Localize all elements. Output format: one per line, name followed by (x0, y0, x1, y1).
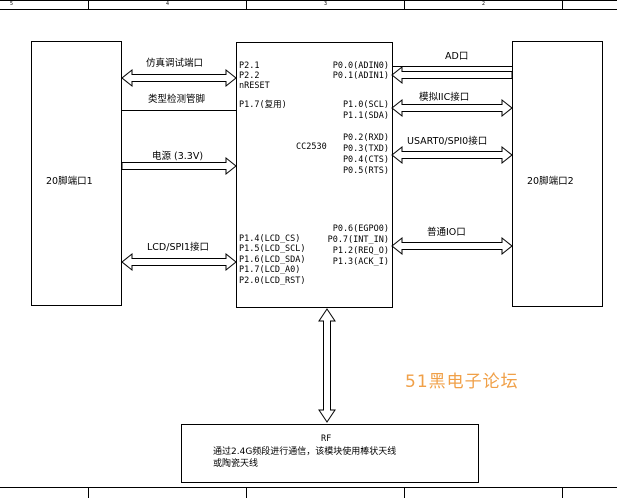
usart-label: USART0/SPI0接口 (407, 136, 488, 147)
ruler-mark-4: 4 (166, 1, 170, 7)
pin-p1-7-lcd-a0: P1.7(LCD_A0) (239, 265, 301, 275)
ad-label: AD口 (445, 51, 469, 62)
left-port-block (31, 41, 122, 306)
power-label: 电源 (3.3V) (152, 151, 204, 162)
ad-arrow (391, 65, 513, 85)
usart-arrow (391, 145, 513, 165)
debug-port-arrow (121, 68, 237, 88)
gpio-arrow (391, 236, 513, 256)
power-arrow (121, 156, 237, 176)
pin-p0-6-egpo0: P0.6(EGPO0) (332, 224, 389, 234)
iic-arrow (391, 98, 513, 118)
rf-desc-line1: 通过2.4G频段进行通信，该模块使用棒状天线 (213, 447, 397, 457)
ruler-frame-bottom (0, 487, 617, 498)
pin-p1-0-scl: P1.0(SCL) (342, 100, 389, 110)
pin-p0-1-adin1: P0.1(ADIN1) (332, 71, 389, 81)
lcd-spi-arrow (121, 252, 237, 272)
rf-arrow (318, 308, 336, 423)
chip-name: CC2530 (296, 142, 327, 152)
left-port-label: 20脚端口1 (46, 176, 93, 187)
right-port-label: 20脚端口2 (527, 176, 574, 187)
pin-p1-7-mux: P1.7(复用) (239, 100, 287, 110)
rf-block (181, 424, 479, 483)
pin-p0-5-rts: P0.5(RTS) (342, 166, 389, 176)
forum-watermark: 51黑电子论坛 (405, 372, 519, 392)
iic-label: 模拟IIC接口 (419, 92, 470, 103)
rf-desc-line2: 或陶瓷天线 (213, 459, 259, 469)
pin-p1-2-req-o: P1.2(REQ_O) (332, 246, 389, 256)
pin-p0-2-rxd: P0.2(RXD) (342, 133, 389, 143)
pin-p1-6-lcd-sda: P1.6(LCD_SDA) (239, 255, 306, 265)
pin-p0-3-txd: P0.3(TXD) (342, 144, 389, 154)
pin-p1-4-lcd-cs: P1.4(LCD_CS) (239, 234, 301, 244)
pin-p2-1: P2.1 (239, 61, 260, 71)
cc2530-chip-block (236, 42, 393, 308)
pin-p2-2: P2.2 (239, 71, 260, 81)
ruler-mark-3: 3 (324, 1, 328, 7)
pin-p0-4-cts: P0.4(CTS) (342, 155, 389, 165)
pin-p0-0-adin0: P0.0(ADIN0) (332, 61, 389, 71)
type-detect-label: 类型检测管脚 (148, 94, 206, 105)
gpio-label: 普通IO口 (427, 227, 466, 238)
pin-p1-1-sda: P1.1(SDA) (342, 111, 389, 121)
ruler-mark-2: 2 (482, 1, 486, 7)
rf-title: RF (321, 434, 332, 444)
pin-nreset: nRESET (239, 81, 270, 91)
right-port-block (512, 41, 603, 307)
lcd-spi-label: LCD/SPI1接口 (147, 242, 210, 253)
pin-p0-7-int-in: P0.7(INT_IN) (327, 235, 389, 245)
pin-p2-0-lcd-rst: P2.0(LCD_RST) (239, 276, 306, 286)
pin-p1-5-lcd-scl: P1.5(LCD_SCL) (239, 244, 306, 254)
ruler-frame (0, 0, 617, 10)
pin-p1-3-ack-i: P1.3(ACK_I) (332, 257, 389, 267)
ruler-mark-5: 5 (10, 1, 14, 7)
debug-port-label: 仿真调试端口 (146, 58, 204, 69)
